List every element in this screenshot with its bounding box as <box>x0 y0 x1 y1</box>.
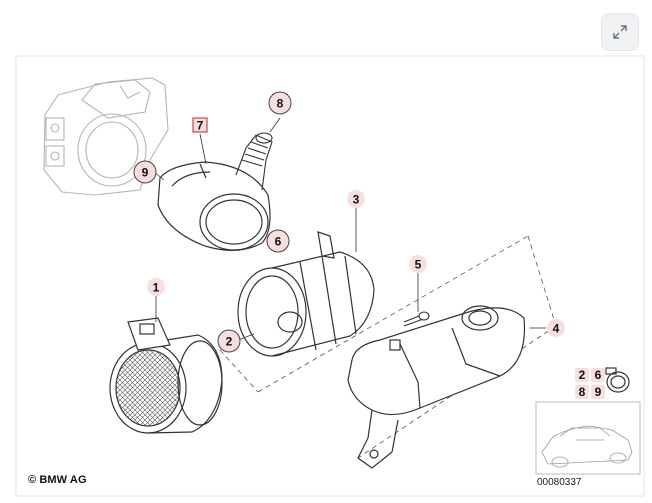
bolt <box>403 311 430 327</box>
svg-text:3: 3 <box>353 193 360 207</box>
intake-boot <box>157 161 271 251</box>
callout-6: 6 <box>266 229 290 253</box>
callout-2: 2 <box>217 329 241 353</box>
svg-text:6: 6 <box>275 235 282 249</box>
leader-lines <box>153 117 546 341</box>
callout-7: 7 <box>192 117 208 133</box>
vehicle-thumbnail <box>541 425 633 468</box>
hose-clamp <box>605 367 630 393</box>
callout-3: 3 <box>347 190 365 208</box>
svg-text:1: 1 <box>153 281 160 295</box>
throttle-body <box>43 77 169 196</box>
callout-1: 1 <box>147 278 165 296</box>
callout-9: 9 <box>133 160 157 184</box>
resonator <box>347 305 526 469</box>
svg-text:7: 7 <box>197 119 204 133</box>
svg-text:4: 4 <box>553 322 560 336</box>
callout-8: 8 <box>268 91 292 115</box>
callout-5: 5 <box>409 255 427 273</box>
air-filter-housing <box>237 231 375 357</box>
copyright-label: © BMW AG <box>28 474 87 486</box>
callout-4: 4 <box>547 319 565 337</box>
expand-arrows-icon <box>613 25 627 39</box>
svg-text:9: 9 <box>142 166 149 180</box>
svg-text:2: 2 <box>226 335 233 349</box>
svg-text:8: 8 <box>277 97 284 111</box>
expand-button[interactable] <box>601 13 639 51</box>
legend-label-2: 2 <box>575 368 589 382</box>
breather-hose <box>235 132 273 191</box>
air-mass-meter <box>109 317 223 434</box>
diagram-frame <box>15 55 645 497</box>
svg-text:5: 5 <box>415 258 422 272</box>
legend-label-8: 8 <box>575 385 589 399</box>
legend-label-9: 9 <box>591 385 605 399</box>
legend-label-6: 6 <box>591 368 605 382</box>
image-id-label: 00080337 <box>537 477 582 488</box>
